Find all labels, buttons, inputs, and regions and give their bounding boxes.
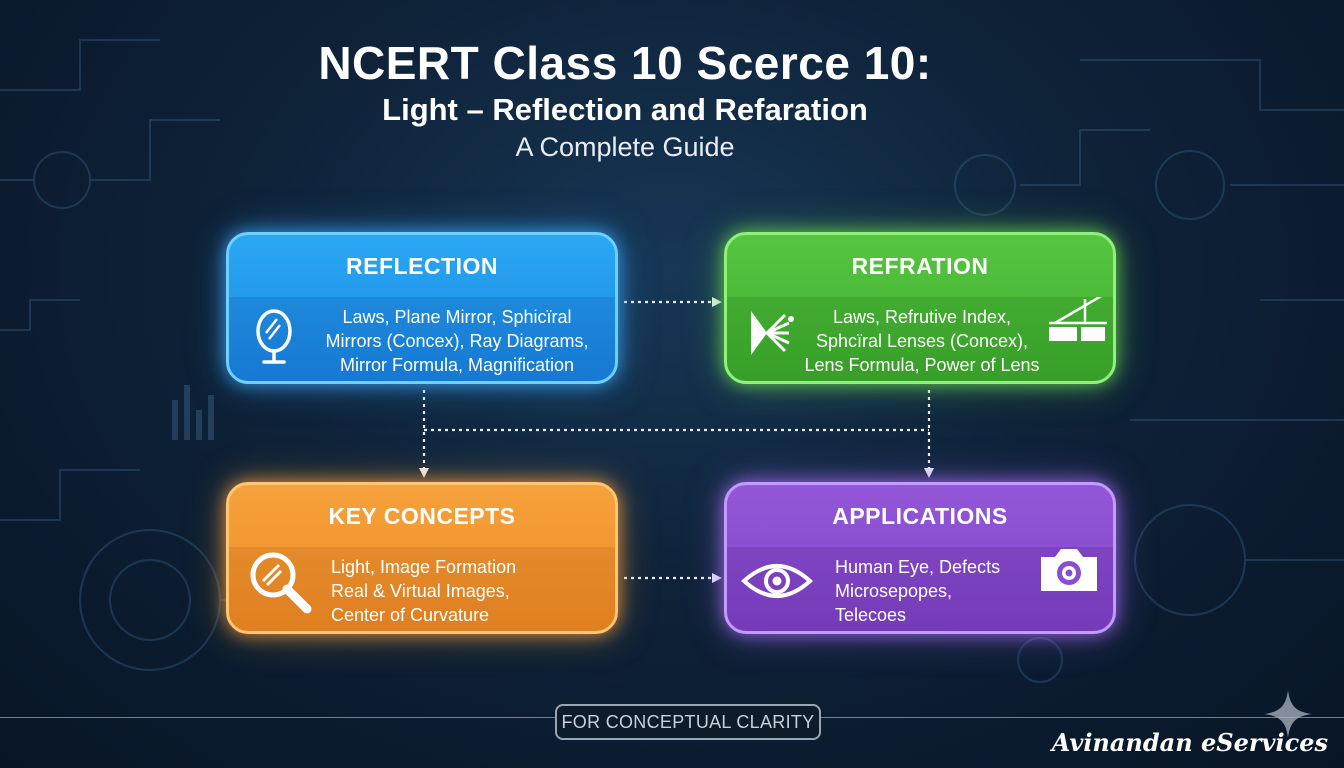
- refraction-line-2: Sphcïral Lenses (Concex),: [815, 331, 1029, 351]
- key-concepts-card-title: KEY CONCEPTS: [328, 502, 516, 529]
- mirror-icon: [256, 309, 292, 364]
- footer-badge: FOR CONCEPTUAL CLARITY: [555, 704, 821, 740]
- applications-line-1: Human Eye, Defects: [835, 557, 1001, 577]
- arrowhead-refraction: [712, 297, 722, 307]
- key-concepts-card-text: Light, Image Formation Real & Virtual Im…: [331, 555, 571, 627]
- page-tagline: A Complete Guide: [515, 132, 735, 162]
- arrowhead-keyconcepts: [419, 468, 429, 478]
- refraction-line-3: Lens Formula, Power of Lens: [804, 355, 1040, 375]
- reflection-card-text: Laws, Plane Mirror, Sphicïral Mirrors (C…: [307, 305, 607, 377]
- reflection-line-3: Mirror Formula, Magnification: [339, 355, 575, 375]
- prism-light-icon: [751, 311, 794, 355]
- reflection-card[interactable]: REFLECTION Laws, Plane Mirror, Sphicïral…: [226, 232, 618, 384]
- applications-card-title: APPLICATIONS: [832, 502, 1008, 529]
- brand-logo-text: Avinandan eServices: [1051, 728, 1328, 757]
- key-concepts-line-3: Center of Curvature: [331, 605, 490, 625]
- applications-line-3: Telecoes: [835, 605, 907, 625]
- refraction-card-title: REFRATION: [851, 252, 989, 279]
- refraction-card-text: Laws, Refrutive Index, Sphcïral Lenses (…: [797, 305, 1047, 377]
- reflection-card-title: REFLECTION: [346, 252, 498, 279]
- refraction-diagram-icon: [1049, 297, 1107, 341]
- key-concepts-card[interactable]: KEY CONCEPTS Light, Image Formation Real…: [226, 482, 618, 634]
- page-title: NCERT Class 10 Scerce 10:: [318, 37, 932, 89]
- applications-line-2: Microsepopes,: [835, 581, 953, 601]
- refraction-card[interactable]: REFRATION Laws, Refrutive Index, Sphcïra…: [724, 232, 1116, 384]
- arrowhead-applications: [712, 573, 722, 583]
- key-concepts-line-2: Real & Virtual Images,: [331, 581, 510, 601]
- key-concepts-line-1: Light, Image Formation: [331, 557, 517, 577]
- refraction-line-1: Laws, Refrutive Index,: [832, 307, 1012, 327]
- eye-icon: [741, 564, 813, 598]
- applications-card-text: Human Eye, Defects Microsepopes, Telecoe…: [835, 555, 1035, 627]
- page-subtitle: Light – Reflection and Refaration: [382, 92, 868, 127]
- reflection-line-2: Mirrors (Concex), Ray Diagrams,: [325, 331, 589, 351]
- sparkle-icon: [1264, 690, 1312, 738]
- applications-card[interactable]: APPLICATIONS Human Eye, Defects Microsep…: [724, 482, 1116, 634]
- magnifier-icon: [250, 552, 312, 614]
- arrowhead-applications-top: [924, 468, 934, 478]
- reflection-line-1: Laws, Plane Mirror, Sphicïral: [342, 307, 572, 327]
- camera-icon: [1041, 549, 1097, 591]
